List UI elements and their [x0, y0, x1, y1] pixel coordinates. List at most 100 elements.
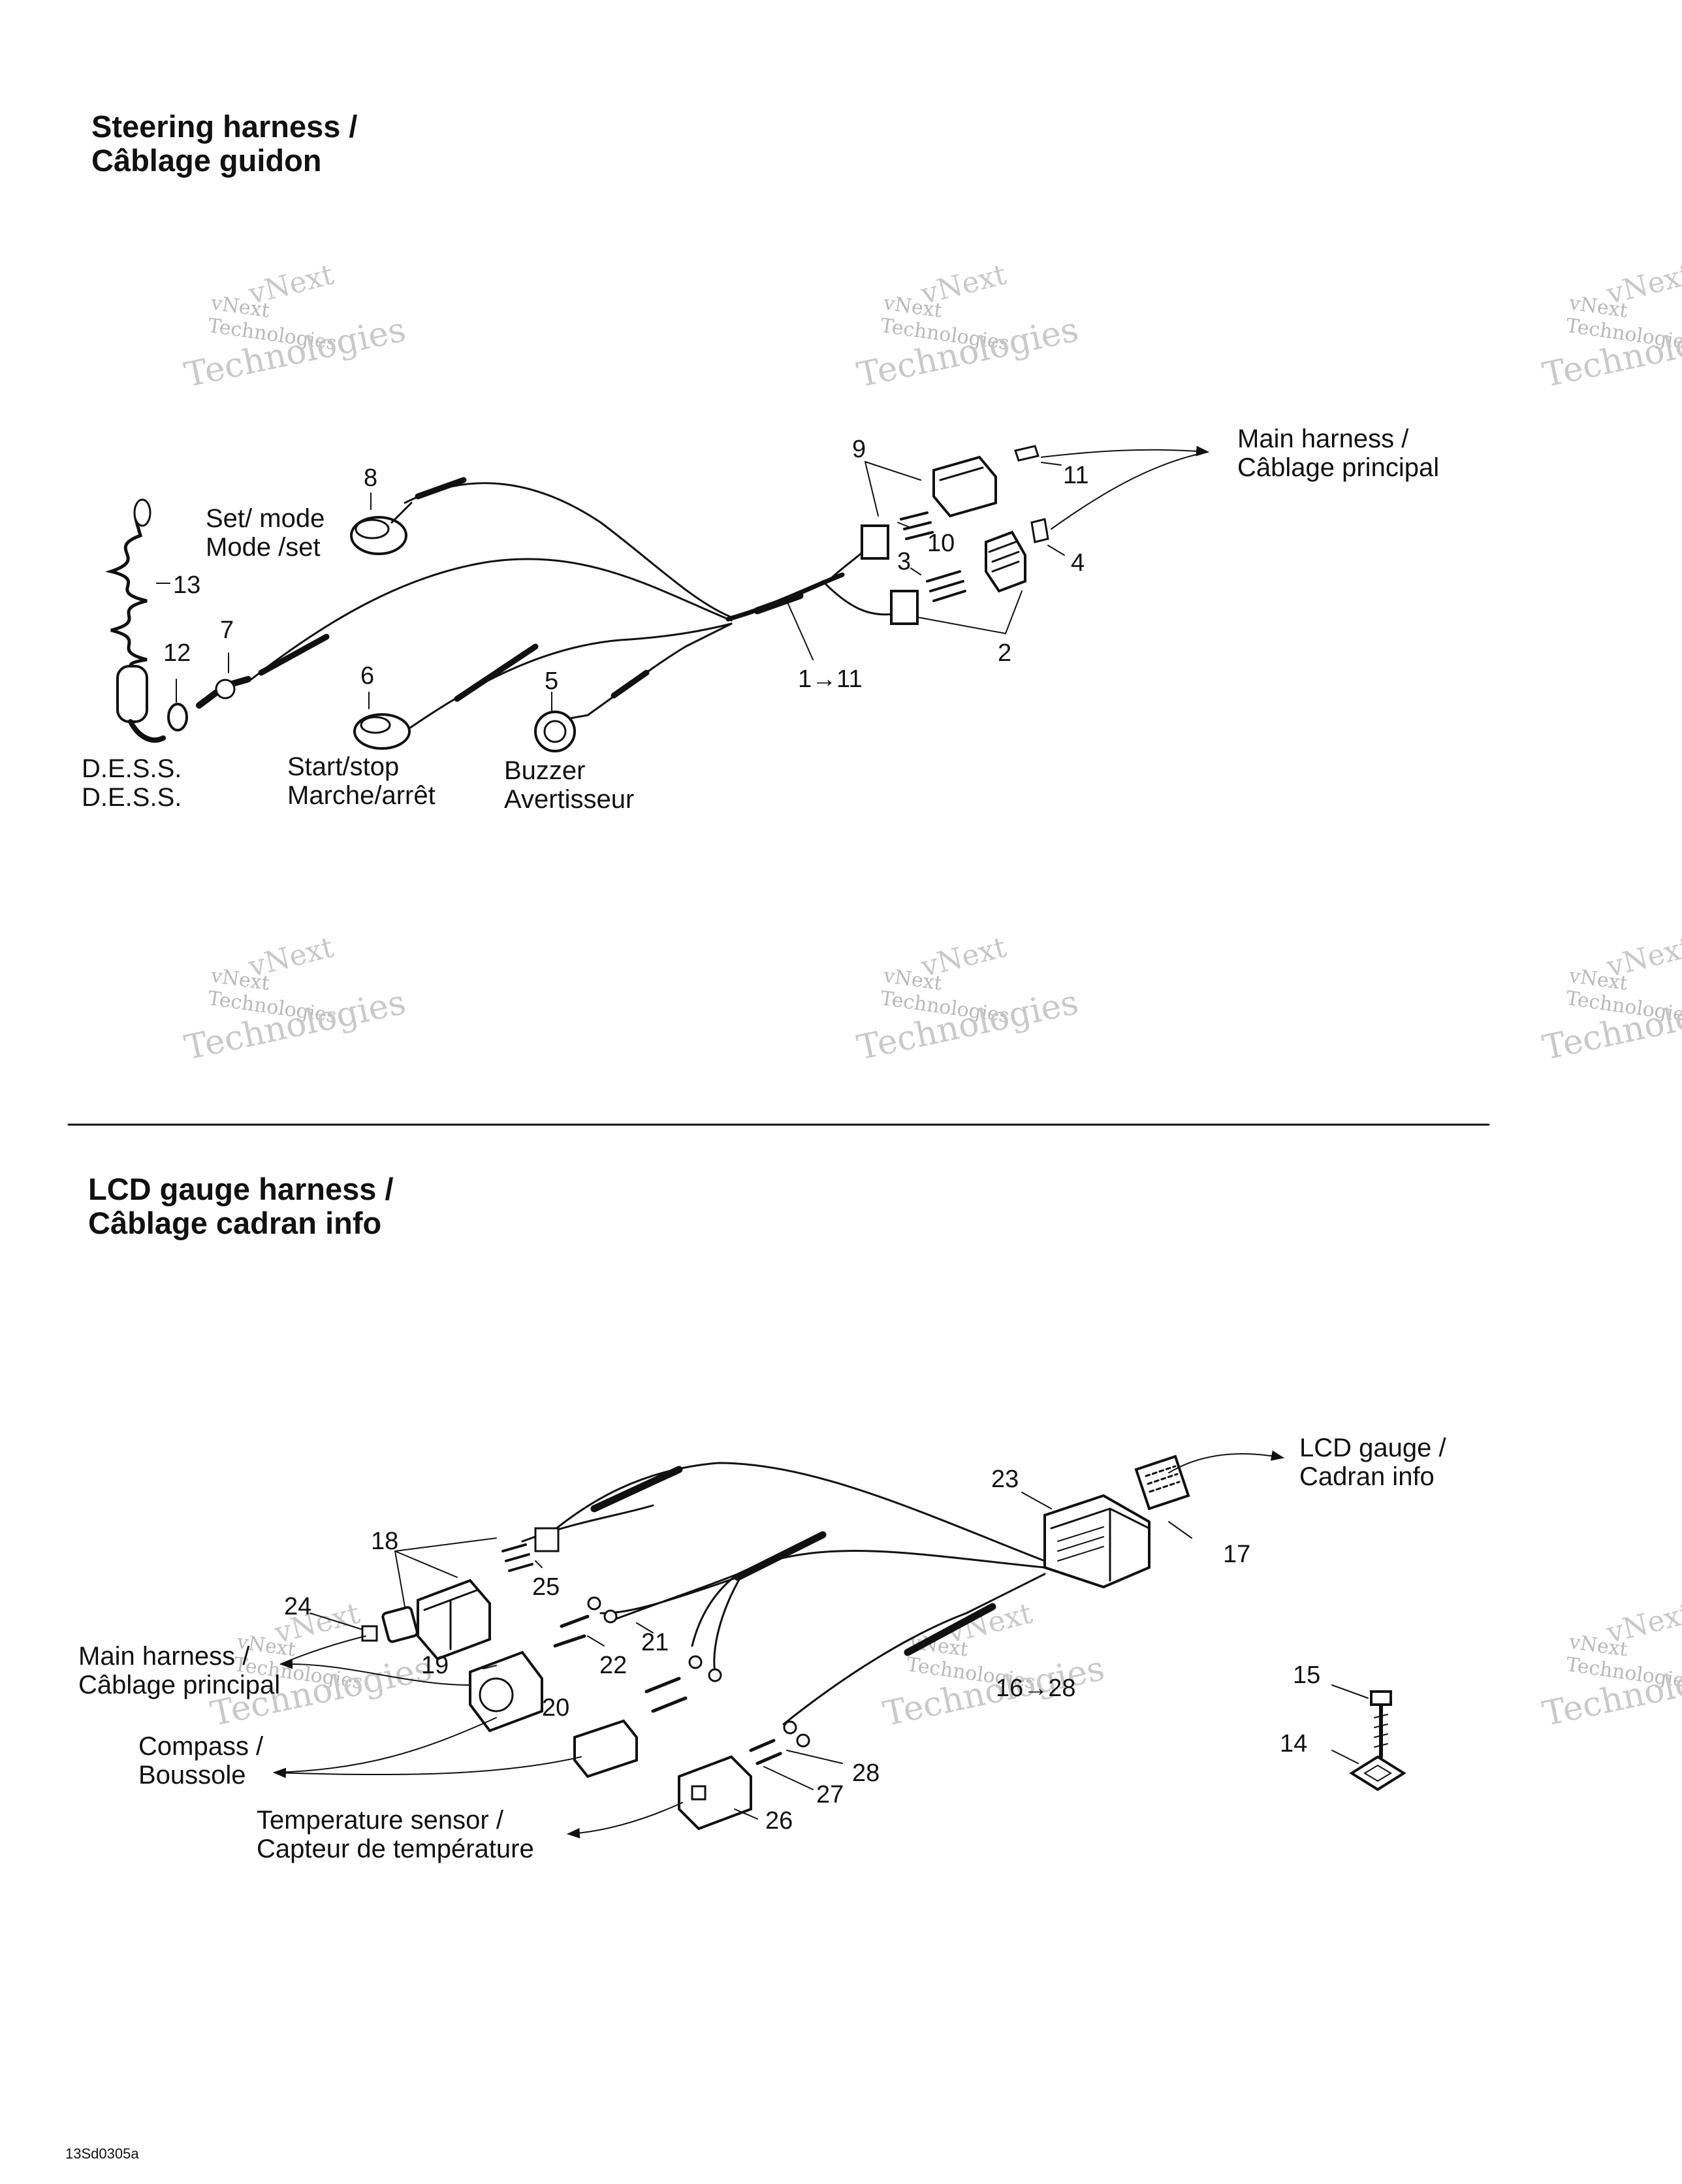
label-start-stop: Start/stop Marche/arrêt — [287, 752, 436, 810]
label-line: Avertisseur — [504, 785, 635, 814]
dess-lanyard — [105, 501, 148, 675]
part-range-top: 1→11 — [798, 666, 863, 693]
connector-20 — [573, 1719, 638, 1778]
part-number-27: 27 — [816, 1781, 844, 1808]
lock-part-11 — [1014, 445, 1039, 462]
part-number-15: 15 — [1293, 1662, 1321, 1689]
label-line: LCD gauge / — [1299, 1434, 1446, 1462]
figure-code: 13Sd0305a — [65, 2145, 139, 2162]
label-line: D.E.S.S. — [82, 754, 182, 783]
part-number-14: 14 — [1280, 1730, 1308, 1758]
harness-trunk — [725, 572, 845, 622]
label-main-harness-top: Main harness / Câblage principal — [1237, 425, 1439, 482]
label-line: Buzzer — [504, 756, 586, 785]
label-dess: D.E.S.S. D.E.S.S. — [82, 754, 182, 812]
label-buzzer: Buzzer Avertisseur — [504, 756, 634, 814]
part-number-8: 8 — [364, 464, 378, 492]
label-line: Câblage principal — [1237, 453, 1440, 482]
connector-2 — [985, 530, 1026, 593]
steering-title-line1: Steering harness / — [91, 109, 358, 144]
part-number-5: 5 — [545, 667, 559, 695]
part-number-24: 24 — [284, 1593, 312, 1620]
callout-lcd-gauge — [1168, 1450, 1284, 1473]
terminals-22 — [553, 1614, 688, 1713]
label-line: Mode /set — [206, 533, 321, 562]
part-number-25: 25 — [532, 1573, 560, 1601]
label-temperature-sensor: Temperature sensor / Capteur de températ… — [257, 1806, 534, 1863]
label-main-harness-bottom: Main harness / Câblage principal — [78, 1642, 280, 1699]
part-number-12: 12 — [163, 639, 191, 667]
part-number-7: 7 — [220, 617, 234, 644]
part-number-11: 11 — [1063, 462, 1089, 489]
lock-part-24 — [361, 1625, 378, 1642]
part-number-21: 21 — [641, 1629, 669, 1656]
wire-dess — [250, 558, 733, 681]
part-number-20: 20 — [542, 1694, 570, 1722]
wire-upper — [547, 1462, 1046, 1562]
label-lcd-gauge: LCD gauge / Cadran info — [1299, 1434, 1446, 1491]
dess-ring — [167, 703, 188, 731]
label-line: D.E.S.S. — [82, 783, 182, 812]
harness-sleeve — [754, 592, 804, 615]
label-line: Temperature sensor / — [257, 1806, 503, 1835]
seal-ring-18 — [381, 1606, 419, 1643]
label-line: Compass / — [138, 1732, 264, 1761]
terminals-25 — [501, 1543, 533, 1572]
label-line: Capteur de température — [257, 1835, 534, 1863]
part-number-23: 23 — [991, 1466, 1019, 1493]
part-number-13: 13 — [173, 571, 201, 599]
sleeve-temp — [904, 1603, 996, 1656]
terminals-3 — [926, 570, 966, 602]
wire-temp — [782, 1573, 1046, 1726]
sleeve-set-mode — [415, 477, 467, 500]
sleeve-buzzer — [611, 669, 650, 699]
wire-to-connector-2 — [821, 580, 896, 616]
connector-26 — [678, 1755, 752, 1831]
part-range-bottom: 16→28 — [996, 1675, 1076, 1702]
sleeve-upper — [590, 1466, 683, 1513]
connector-18 — [417, 1579, 491, 1661]
label-line: Marche/arrêt — [287, 781, 436, 810]
label-line: Main harness / — [78, 1642, 250, 1671]
part-number-19: 19 — [421, 1652, 449, 1679]
seal-17 — [1134, 1454, 1190, 1511]
part-number-3: 3 — [897, 548, 912, 575]
part-number-4: 4 — [1071, 549, 1085, 577]
plug-lower — [890, 590, 919, 625]
label-line: Câblage principal — [78, 1671, 281, 1699]
wire-set-mode — [404, 482, 733, 618]
lcd-title-line1: LCD gauge harness / — [88, 1172, 394, 1206]
part-number-6: 6 — [360, 662, 375, 690]
steering-title-line2: Câblage guidon — [91, 143, 322, 178]
callout-compass — [273, 1756, 582, 1778]
wire-branch-b — [713, 1569, 746, 1673]
part-number-26: 26 — [765, 1807, 793, 1835]
label-compass: Compass / Boussole — [138, 1732, 263, 1790]
connector-9 — [932, 455, 997, 518]
sleeve-start-stop — [454, 643, 539, 702]
label-line: Cadran info — [1299, 1462, 1435, 1491]
terminals-27 — [749, 1739, 782, 1765]
part-number-22: 22 — [599, 1652, 627, 1679]
label-line: Set/ mode — [206, 504, 325, 533]
callout-main-harness-top — [1041, 445, 1209, 458]
steering-harness-title: Steering harness / Câblage guidon — [91, 110, 358, 178]
part-number-18: 18 — [371, 1528, 399, 1555]
part-number-28: 28 — [852, 1759, 880, 1787]
terminals-10 — [900, 511, 934, 540]
plug-upper — [861, 524, 889, 560]
callout-temperature — [567, 1802, 683, 1839]
lcd-harness-title: LCD gauge harness / Câblage cadran info — [88, 1172, 394, 1240]
lock-part-4 — [1030, 518, 1049, 543]
lcd-title-line2: Câblage cadran info — [88, 1206, 382, 1240]
sleeve-middle — [734, 1531, 827, 1581]
seals-28 — [783, 1720, 797, 1735]
clip-14 — [1349, 1755, 1406, 1791]
connector-23 — [1043, 1494, 1150, 1589]
part-number-10: 10 — [927, 530, 955, 557]
sleeve-dess — [258, 634, 330, 676]
part-number-9: 9 — [852, 436, 866, 463]
label-line: Main harness / — [1237, 425, 1409, 453]
label-set-mode: Set/ mode Mode /set — [206, 504, 325, 562]
